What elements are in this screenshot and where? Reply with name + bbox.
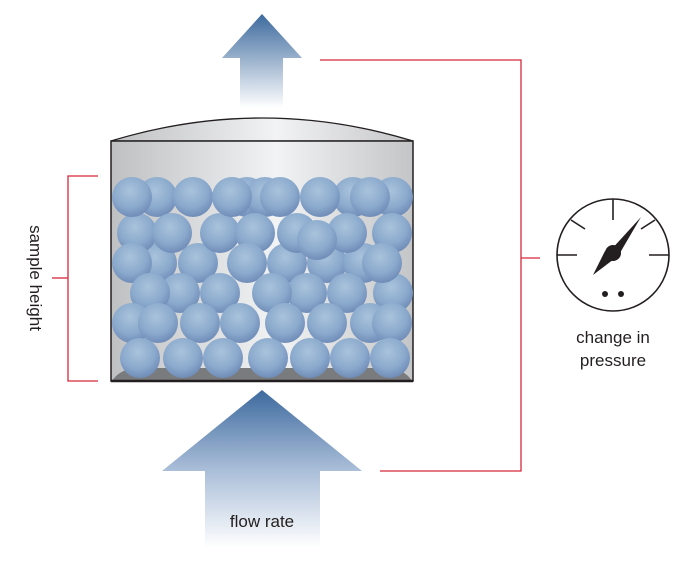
sphere <box>227 243 267 283</box>
sphere <box>287 273 327 313</box>
sphere <box>260 177 300 217</box>
sphere <box>290 338 330 378</box>
sphere <box>112 177 152 217</box>
sphere <box>178 243 218 283</box>
sample-height-bracket <box>52 175 98 382</box>
sphere <box>138 303 178 343</box>
outflow-arrow <box>222 14 302 108</box>
sphere <box>235 213 275 253</box>
sphere <box>248 338 288 378</box>
sphere <box>200 273 240 313</box>
change-in-pressure-label-line2: pressure <box>580 351 646 370</box>
sample-height-label: sample height <box>26 225 45 331</box>
flow-rate-label: flow rate <box>230 512 294 531</box>
sphere <box>373 273 413 313</box>
sphere <box>130 273 170 313</box>
sphere <box>300 177 340 217</box>
sphere <box>112 243 152 283</box>
sphere <box>173 177 213 217</box>
sphere <box>212 177 252 217</box>
sphere <box>370 338 410 378</box>
sphere <box>372 303 412 343</box>
sample-container <box>110 117 414 383</box>
change-in-pressure-label-line1: change in <box>576 328 650 347</box>
sphere <box>120 338 160 378</box>
sphere <box>252 273 292 313</box>
inflow-arrow <box>162 390 362 548</box>
sphere <box>265 303 305 343</box>
sphere <box>297 220 337 260</box>
sphere <box>330 338 370 378</box>
pressure-connector-line <box>320 59 540 472</box>
sphere <box>152 213 192 253</box>
sphere-packing <box>112 177 413 378</box>
sphere <box>163 338 203 378</box>
sphere <box>327 273 367 313</box>
sphere <box>327 213 367 253</box>
pressure-gauge-icon <box>556 198 670 312</box>
sphere <box>180 303 220 343</box>
sphere <box>203 338 243 378</box>
sphere <box>160 273 200 313</box>
sphere <box>350 177 390 217</box>
sphere <box>220 303 260 343</box>
sphere <box>307 303 347 343</box>
sphere <box>200 213 240 253</box>
sphere <box>362 243 402 283</box>
sphere <box>117 213 157 253</box>
